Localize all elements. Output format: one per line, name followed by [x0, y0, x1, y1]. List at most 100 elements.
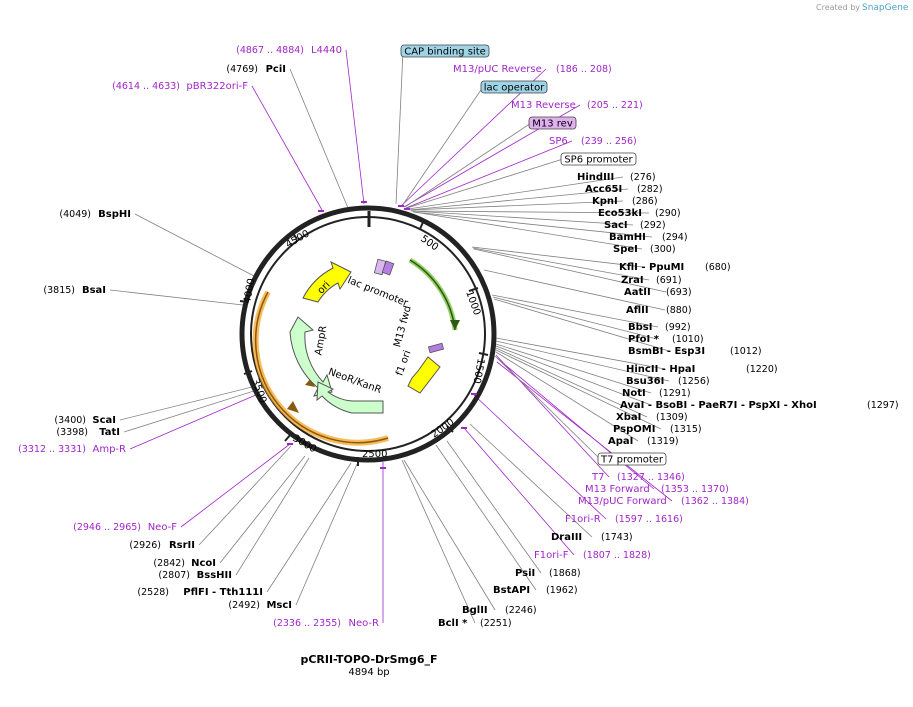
label-pspomi: PspOMI (1315) — [613, 424, 702, 435]
label-aatii: AatII(693) — [624, 287, 692, 298]
label-position: (3312 .. 3331) — [18, 444, 86, 455]
label-name: Neo-F — [148, 522, 178, 533]
primer-markers — [287, 201, 477, 469]
plasmid-title: pCRII-TOPO-DrSmg6_F — [300, 653, 437, 666]
leader-line — [473, 394, 607, 520]
label-position: (691) — [656, 275, 682, 286]
plasmid-size: 4894 bp — [348, 667, 389, 678]
label-bsmbi: BsmBI - Esp3I(1012) — [628, 346, 762, 357]
label-position: (1362 .. 1384) — [681, 496, 749, 507]
leader-line — [413, 211, 643, 250]
label-position: (1315) — [670, 424, 702, 435]
box-label: SP6 promoter — [564, 155, 633, 166]
label-name: AflII — [626, 305, 649, 316]
leader-line — [495, 343, 652, 394]
label-name: ZraI — [621, 275, 644, 286]
label-name: PspOMI — [613, 424, 655, 435]
leader-line — [198, 445, 292, 546]
leader-line — [408, 188, 629, 211]
label-psii: PsiI(1868) — [515, 568, 581, 579]
label-m13puc_rev: M13/pUC Reverse(186 .. 208) — [453, 64, 612, 75]
leader-line — [123, 389, 258, 433]
label-name: PciI — [266, 64, 286, 75]
leader-line — [495, 345, 652, 406]
leader-line — [401, 459, 476, 624]
label-position: (992) — [665, 322, 691, 333]
label-position: (1597 .. 1616) — [615, 514, 683, 525]
box-sp6prom: SP6 promoter — [560, 152, 637, 166]
label-pfoi: PfoI *(1010) — [628, 334, 704, 345]
leader-line — [406, 158, 564, 209]
leader-line — [495, 351, 639, 442]
leader-line — [495, 349, 662, 430]
tick-line — [243, 370, 253, 375]
label-position: (680) — [705, 262, 731, 273]
leader-line — [471, 246, 644, 268]
label-name: XbaI — [616, 412, 641, 423]
box-cap: CAP binding site — [400, 44, 490, 58]
label-name: KpnI — [592, 196, 618, 207]
label-kpni: KpnI(286) — [592, 196, 658, 207]
label-position: (282) — [637, 184, 663, 195]
label-position: (292) — [640, 220, 666, 231]
f1-ori-feature — [407, 356, 441, 394]
leader-line — [483, 269, 666, 311]
feature-labels: L4440(4867 .. 4884)PciI(4769)pBR322ori-F… — [18, 44, 899, 629]
label-m13fwd: M13 Forward(1353 .. 1370) — [585, 484, 729, 495]
backbone-outer — [239, 205, 497, 463]
leader-line — [403, 459, 496, 611]
label-position: (276) — [630, 172, 656, 183]
label-bsphi: BspHI(4049) — [59, 209, 131, 220]
label-position: (2251) — [480, 618, 512, 629]
leader-line — [469, 423, 593, 538]
leader-line — [473, 248, 667, 293]
label-position: (2807) — [158, 570, 190, 581]
label-position: (300) — [650, 244, 676, 255]
label-bsu36i: Bsu36I(1256) — [626, 376, 710, 387]
label-name: BssHII — [197, 570, 232, 581]
label-name: BbsI — [628, 322, 652, 333]
label-bbsi: BbsI (992) — [628, 322, 691, 333]
ori-feature — [302, 261, 352, 303]
label-name: BglII — [462, 605, 488, 616]
label-position: (4867 .. 4884) — [236, 45, 304, 56]
label-position: (1327 .. 1346) — [617, 472, 685, 483]
label-position: (1012) — [730, 346, 762, 357]
label-position: (205 .. 221) — [587, 100, 643, 111]
leader-line — [494, 355, 601, 460]
box-label: T7 promoter — [600, 455, 664, 466]
tick-line — [478, 352, 489, 356]
label-name: KflI - PpuMI — [619, 262, 684, 273]
label-name: F1ori-R — [565, 514, 601, 525]
label-xbai: XbaI(1309) — [616, 412, 688, 423]
leader-line — [180, 443, 291, 528]
label-ampr: Amp-R(3312 .. 3331) — [18, 444, 126, 455]
tick-line — [419, 219, 425, 230]
label-scai: ScaI(3400) — [54, 415, 116, 426]
label-spei: SpeI(300) — [613, 244, 676, 255]
leader-line — [119, 385, 257, 421]
leader-line — [345, 49, 365, 205]
leader-line — [401, 86, 484, 207]
label-name: BstAPI — [493, 585, 530, 596]
label-position: (1010) — [672, 334, 704, 345]
label-m13puc_fwd: M13/pUC Forward(1362 .. 1384) — [578, 496, 749, 507]
label-bglii: BglII(2246) — [462, 605, 537, 616]
box-frame — [528, 116, 577, 130]
label-rsrii: RsrII(2926) — [129, 540, 195, 551]
leader-line — [395, 50, 404, 205]
leader-line — [411, 210, 634, 226]
label-f1orif: F1ori-F(1807 .. 1828) — [534, 550, 651, 561]
leader-line — [493, 298, 670, 352]
leader-line — [266, 462, 352, 593]
tick-label: 1000 — [463, 289, 482, 317]
label-ncoi: NcoI(2842) — [153, 558, 216, 569]
label-position: (1743) — [601, 532, 633, 543]
label-name: TatI — [99, 427, 120, 438]
label-position: (2926) — [129, 540, 161, 551]
f1-block — [427, 342, 445, 354]
ampr-label: AmpR — [313, 325, 329, 356]
label-position: (239 .. 256) — [581, 136, 637, 147]
label-position: (1868) — [549, 568, 581, 579]
